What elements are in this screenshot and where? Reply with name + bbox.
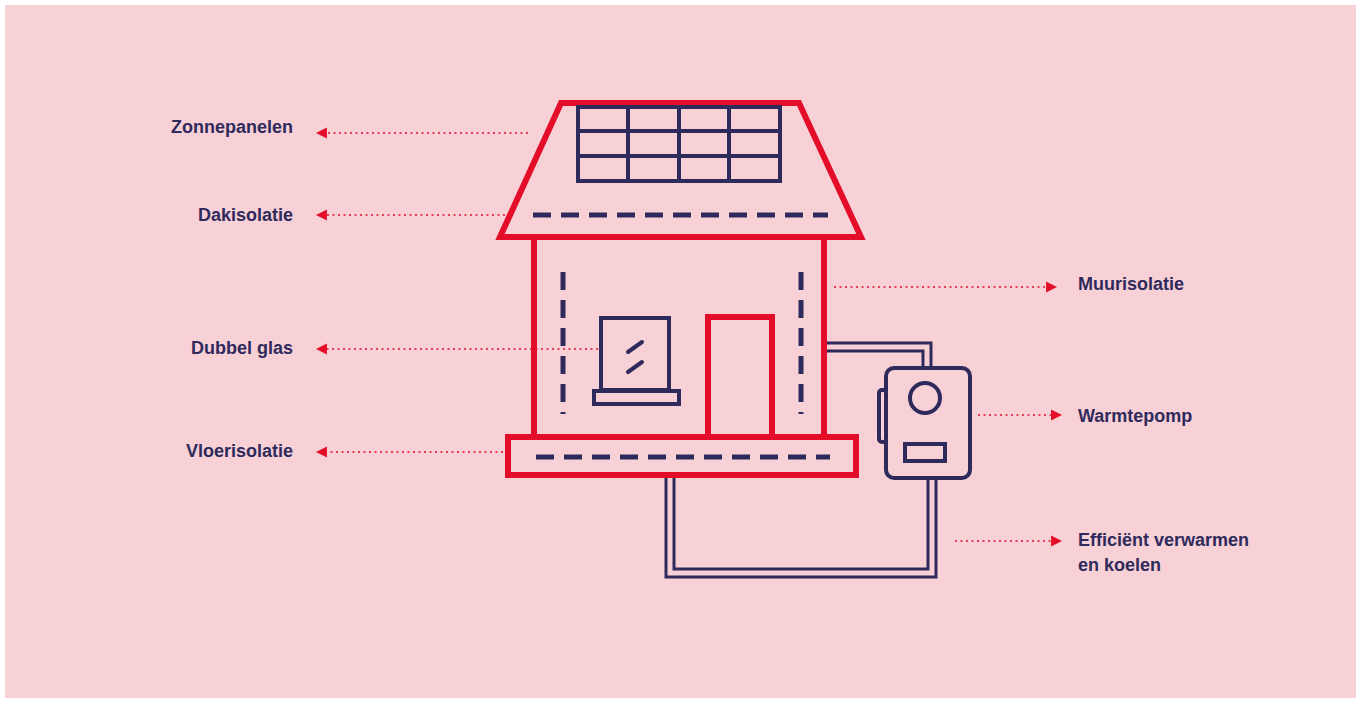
leader-line bbox=[834, 286, 1055, 288]
house-walls bbox=[534, 237, 824, 437]
leader-line bbox=[318, 132, 528, 134]
roof-insulation bbox=[533, 213, 828, 218]
callout-label: Muurisolatie bbox=[1078, 272, 1184, 297]
roof bbox=[500, 103, 861, 237]
wall-insulation bbox=[799, 272, 804, 414]
callout-label: Vloerisolatie bbox=[186, 439, 293, 464]
leader-line bbox=[318, 214, 505, 216]
leader-line bbox=[955, 540, 1060, 542]
callout-label: Dubbel glas bbox=[191, 336, 293, 361]
callout-label: Zonnepanelen bbox=[171, 115, 293, 140]
leader-lines bbox=[318, 133, 1060, 541]
door bbox=[708, 317, 772, 437]
floor-base bbox=[508, 437, 856, 475]
callout-label: Efficiënt verwarmen en koelen bbox=[1078, 528, 1262, 578]
window bbox=[594, 318, 679, 404]
callout-label: Warmtepomp bbox=[1078, 404, 1192, 429]
floor-insulation bbox=[536, 455, 830, 460]
leader-line bbox=[978, 414, 1060, 416]
leader-line bbox=[318, 451, 503, 453]
solar-panel bbox=[578, 107, 780, 181]
callout-label: Dakisolatie bbox=[198, 203, 293, 228]
heat-pump bbox=[879, 368, 970, 478]
leader-line bbox=[318, 348, 598, 350]
wall-insulation bbox=[561, 272, 566, 414]
